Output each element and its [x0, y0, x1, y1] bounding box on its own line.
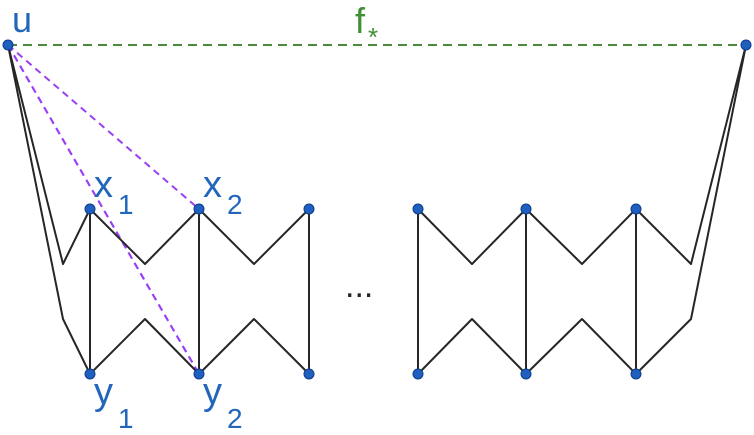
edge-u-top-path — [7, 44, 91, 265]
label-u: u — [12, 0, 32, 40]
label-y1: y 1 — [94, 371, 134, 434]
chord-u-y2-b — [7, 44, 200, 375]
edge-right-bottom-path — [635, 44, 747, 375]
chord-u-y2-a — [7, 44, 200, 375]
ellipsis: ... — [345, 267, 373, 305]
vertices — [2, 39, 752, 380]
chord-u-x2 — [7, 44, 200, 210]
label-f-subscript: * — [368, 22, 378, 52]
vertex-far-right — [740, 39, 752, 51]
vertex-top-5 — [520, 203, 532, 215]
vertex-bottom-5 — [520, 368, 532, 380]
vertex-top-6 — [630, 203, 642, 215]
dashed-chords — [7, 44, 200, 375]
label-y1-letter: y — [94, 371, 113, 413]
label-f-star: f * — [355, 0, 378, 52]
vertex-x1 — [84, 203, 96, 215]
label-x2: x 2 — [203, 164, 243, 220]
label-x1: x 1 — [94, 164, 134, 220]
label-x1-letter: x — [94, 164, 113, 206]
vertex-x2 — [193, 203, 205, 215]
vertex-u — [2, 39, 14, 51]
vertex-bottom-4 — [412, 368, 424, 380]
label-x1-subscript: 1 — [118, 189, 134, 220]
label-x2-subscript: 2 — [227, 189, 243, 220]
label-y2-subscript: 2 — [227, 403, 243, 434]
edge-right-top-path — [635, 44, 747, 265]
vertex-y2 — [193, 368, 205, 380]
label-f: f — [355, 0, 366, 41]
edge-u-bottom-path — [7, 44, 91, 375]
label-y1-subscript: 1 — [118, 403, 134, 434]
label-y2-letter: y — [203, 371, 222, 413]
vertex-bottom-6 — [630, 368, 642, 380]
label-x2-letter: x — [203, 164, 222, 206]
vertex-y1 — [84, 368, 96, 380]
vertex-bottom-3 — [303, 368, 315, 380]
label-y2: y 2 — [203, 371, 243, 434]
vertex-top-3 — [303, 203, 315, 215]
vertex-top-4 — [412, 203, 424, 215]
